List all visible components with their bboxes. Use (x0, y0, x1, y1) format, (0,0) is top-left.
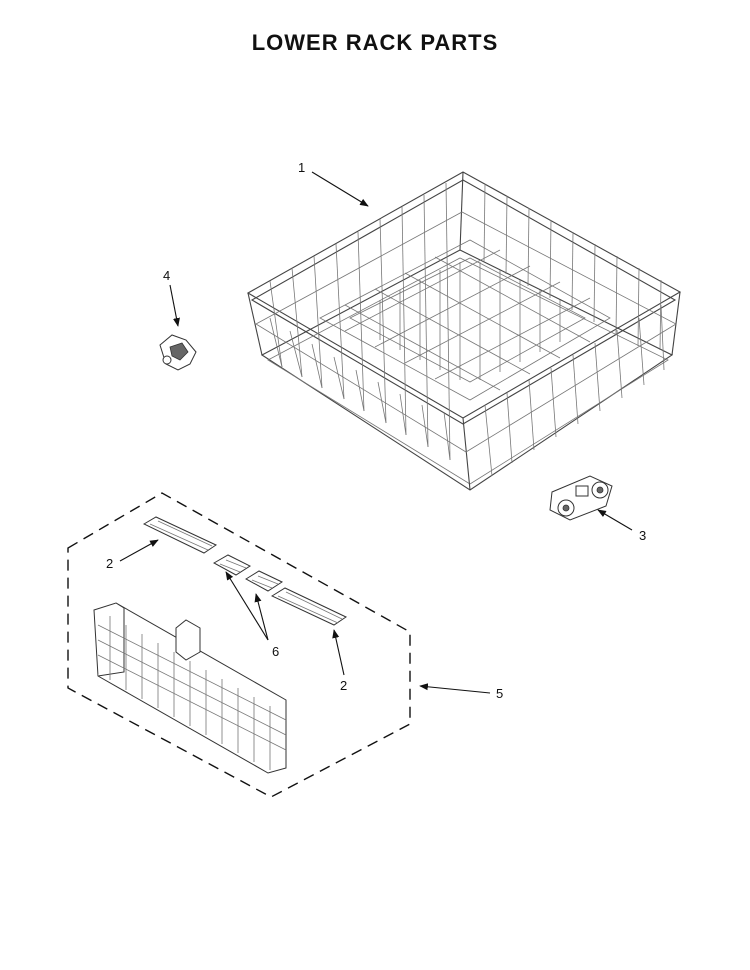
kit-boundary (67, 492, 411, 798)
small-cover-a (212, 554, 252, 576)
utensil-cover-right (270, 587, 348, 626)
small-cover-b (245, 570, 284, 592)
callout-5: 5 (496, 686, 503, 701)
left-wheel-part (159, 334, 197, 371)
lower-rack (246, 171, 682, 491)
callout-4: 4 (163, 268, 170, 283)
right-wheel-part (549, 475, 613, 521)
leader-lines (119, 171, 633, 694)
callout-2-right: 2 (340, 678, 347, 693)
silverware-basket (93, 602, 287, 774)
callout-6: 6 (272, 644, 279, 659)
page-title: LOWER RACK PARTS (251, 30, 499, 55)
callout-3: 3 (639, 528, 646, 543)
callout-1: 1 (298, 160, 305, 175)
callout-2-left: 2 (106, 556, 113, 571)
utensil-cover-left (142, 516, 218, 554)
